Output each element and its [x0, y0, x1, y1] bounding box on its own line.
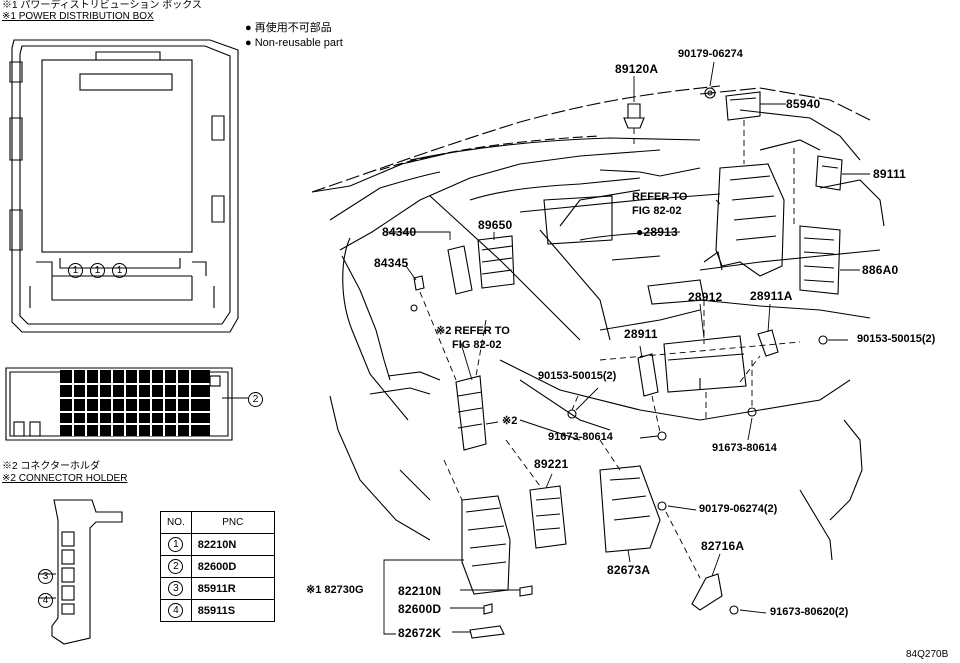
callout-90179-06274[interactable]: 90179-06274 — [678, 48, 743, 60]
callout-91673-80614-right[interactable]: 91673-80614 — [712, 442, 777, 454]
circled-label-1b: 1 — [90, 261, 105, 278]
callout-90153-50015-left[interactable]: 90153-50015(2) — [538, 370, 617, 382]
connector-holder — [38, 499, 123, 645]
note2-jp: ※2 コネクターホルダ — [2, 461, 100, 472]
circled-label-2: 2 — [248, 390, 263, 407]
circled-label-3: 3 — [38, 567, 53, 584]
figure-code: 84Q270B — [906, 649, 949, 660]
callout-85940[interactable]: 85940 — [786, 97, 821, 111]
circled-label-4: 4 — [38, 591, 53, 608]
refer-fig-label-2[interactable]: FIG 82-02 — [452, 339, 502, 351]
row-pnc: 85911R — [190, 577, 275, 600]
callout-91673-80620-2[interactable]: 91673-80620(2) — [770, 606, 849, 618]
callout-28911A[interactable]: 28911A — [750, 289, 793, 303]
circled-label-1a: 1 — [68, 261, 83, 278]
table-row: 3 85911R — [160, 577, 275, 600]
row-no: 3 — [168, 581, 184, 596]
callout-90179-06274-2[interactable]: 90179-06274(2) — [699, 503, 778, 515]
table-row: 1 82210N — [160, 533, 275, 556]
note1-en: ※1 POWER DISTRIBUTION BOX — [2, 11, 154, 22]
callout-28912[interactable]: 28912 — [688, 290, 723, 304]
callout-82210N[interactable]: 82210N — [398, 584, 442, 598]
row-pnc: 85911S — [190, 599, 275, 622]
connector-holder-mark: ※2 — [502, 415, 518, 427]
callout-886A0[interactable]: 886A0 — [862, 263, 899, 277]
callout-28913[interactable]: ●28913 — [636, 225, 678, 239]
power-distribution-box-fuse-view — [5, 367, 248, 441]
callout-89120A[interactable]: 89120A — [615, 62, 659, 76]
callout-89650[interactable]: 89650 — [478, 218, 513, 232]
leader-lines — [383, 61, 870, 635]
row-pnc: 82600D — [190, 555, 275, 578]
assembly-lines — [419, 120, 801, 591]
table-row: 2 82600D — [160, 555, 275, 578]
circled-label-1c: 1 — [112, 261, 127, 278]
component-sketches — [410, 87, 843, 639]
callout-82673A[interactable]: 82673A — [607, 563, 651, 577]
power-distribution-box-top — [9, 39, 239, 333]
callout-84345[interactable]: 84345 — [374, 256, 409, 270]
legend-en: ● Non-reusable part — [245, 37, 343, 49]
row-no: 4 — [168, 603, 184, 618]
row-no: 1 — [168, 537, 184, 552]
callout-84340[interactable]: 84340 — [382, 225, 417, 239]
pnc-table-header: NO. PNC — [160, 511, 275, 534]
row-pnc: 82210N — [190, 533, 275, 556]
refer-fig-label-1[interactable]: FIG 82-02 — [632, 205, 682, 217]
legend-jp: ● 再使用不可部品 — [245, 22, 332, 34]
pnc-table: NO. PNC 1 82210N 2 82600D 3 85911R 4 859… — [160, 511, 275, 622]
callout-82716A[interactable]: 82716A — [701, 539, 745, 553]
row-no: 2 — [168, 559, 184, 574]
refer-to-label-2[interactable]: ※2 REFER TO — [436, 325, 510, 337]
callout-90153-50015-right[interactable]: 90153-50015(2) — [857, 333, 936, 345]
note1-jp: ※1 パワーディストリビューション ボックス — [2, 0, 202, 11]
callout-89111[interactable]: 89111 — [873, 167, 907, 181]
refer-to-label-1[interactable]: REFER TO — [632, 191, 688, 203]
note2-en: ※2 CONNECTOR HOLDER — [2, 473, 128, 484]
instrument-panel-outline — [311, 85, 885, 561]
header-no: NO. — [160, 511, 192, 534]
callout-82600D[interactable]: 82600D — [398, 602, 442, 616]
callout-91673-80614-left[interactable]: 91673-80614 — [548, 431, 613, 443]
callout-82730G[interactable]: ※1 82730G — [306, 584, 364, 596]
callout-89221[interactable]: 89221 — [534, 457, 569, 471]
header-pnc: PNC — [190, 511, 275, 534]
table-row: 4 85911S — [160, 599, 275, 622]
callout-28911[interactable]: 28911 — [624, 327, 658, 341]
callout-82672K[interactable]: 82672K — [398, 626, 442, 640]
